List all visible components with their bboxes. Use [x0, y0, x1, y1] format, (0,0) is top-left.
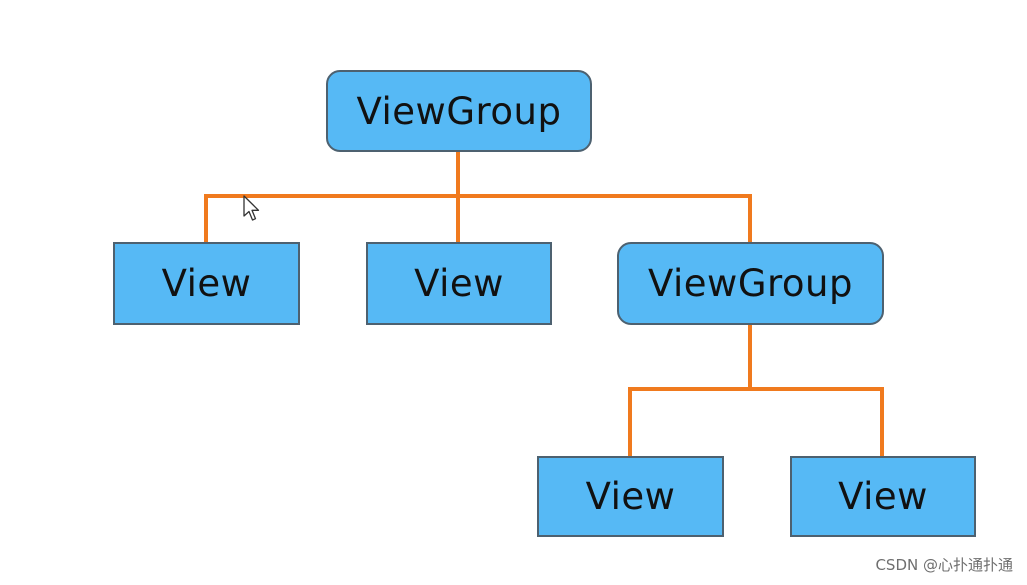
- root-viewgroup-node: ViewGroup: [326, 70, 592, 152]
- view-node-1: View: [113, 242, 300, 325]
- view-node-2: View: [366, 242, 552, 325]
- watermark-text: CSDN @心扑通扑通: [875, 556, 1013, 574]
- view-node-3: View: [537, 456, 724, 537]
- node-label: View: [161, 262, 252, 305]
- node-label: View: [414, 262, 504, 305]
- view-node-4: View: [790, 456, 976, 537]
- node-label: View: [838, 475, 928, 518]
- node-label: ViewGroup: [356, 89, 562, 133]
- mouse-pointer-icon: [243, 195, 260, 221]
- node-label: View: [585, 475, 676, 518]
- child-viewgroup-node: ViewGroup: [617, 242, 884, 325]
- node-label: ViewGroup: [648, 262, 853, 305]
